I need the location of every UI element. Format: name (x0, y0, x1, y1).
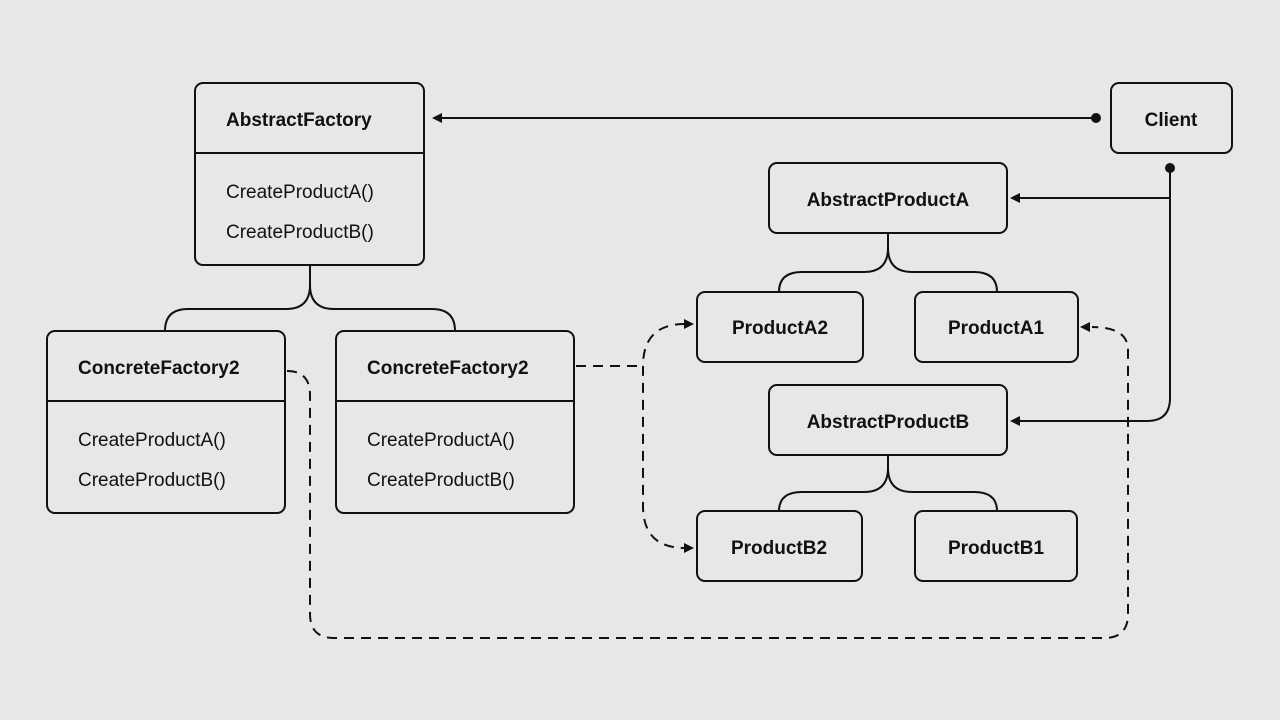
arrowhead-to-producta1 (1080, 322, 1090, 332)
arrowhead-to-abstractproducta (1010, 193, 1020, 203)
client-name: Client (1145, 110, 1198, 131)
abstract-product-b-box (768, 384, 1008, 456)
concrete-factory-right-class: ConcreteFactory2 CreateProductA() Create… (335, 330, 575, 514)
abstract-product-a-name: AbstractProductA (807, 190, 970, 211)
abstractfactory-inheritance-brace (164, 265, 456, 332)
client-class: Client (1110, 82, 1233, 154)
client-association-dot (1091, 113, 1101, 123)
abstractproducta-inheritance-brace (778, 233, 998, 293)
concrete-factory-right-method-a: CreateProductA() (367, 430, 515, 451)
concrete-factory-left-class: ConcreteFactory2 CreateProductA() Create… (46, 330, 286, 514)
concrete-factory-right-box (335, 330, 575, 514)
abstract-factory-class: AbstractFactory CreateProductA() CreateP… (194, 82, 425, 266)
product-a1-class: ProductA1 (914, 291, 1079, 363)
abstract-product-b-name: AbstractProductB (807, 412, 970, 433)
concrete-factory-left-name: ConcreteFactory2 (78, 358, 240, 379)
product-b2-box (696, 510, 863, 582)
product-b1-box (914, 510, 1078, 582)
arrowhead-to-producta2 (684, 319, 694, 329)
product-b2-class: ProductB2 (696, 510, 863, 582)
arrowhead-to-abstractproductb (1010, 416, 1020, 426)
product-b1-name: ProductB1 (948, 538, 1045, 559)
arrowhead-to-abstractfactory (432, 113, 442, 123)
left-factory-dependency-line (286, 326, 1129, 639)
concrete-factory-right-name: ConcreteFactory2 (367, 358, 529, 379)
client-box (1110, 82, 1233, 154)
arrowhead-to-productb2 (684, 543, 694, 553)
client-to-products-line (1020, 168, 1171, 422)
product-a2-name: ProductA2 (732, 318, 828, 339)
abstractproductb-inheritance-brace (778, 455, 998, 512)
product-a1-box (914, 291, 1079, 363)
product-a2-box (696, 291, 864, 363)
product-a1-name: ProductA1 (948, 318, 1045, 339)
abstract-product-a-class: AbstractProductA (768, 162, 1008, 234)
right-factory-dependency-line (576, 323, 686, 549)
product-b1-class: ProductB1 (914, 510, 1078, 582)
concrete-factory-left-method-a: CreateProductA() (78, 430, 226, 451)
concrete-factory-left-box (46, 330, 286, 514)
abstract-factory-method-b: CreateProductB() (226, 222, 374, 243)
abstract-product-b-class: AbstractProductB (768, 384, 1008, 456)
abstract-factory-box (194, 82, 425, 266)
concrete-factory-right-method-b: CreateProductB() (367, 470, 515, 491)
concrete-factory-left-method-b: CreateProductB() (78, 470, 226, 491)
product-b2-name: ProductB2 (731, 538, 827, 559)
abstract-factory-name: AbstractFactory (226, 110, 372, 131)
abstract-factory-method-a: CreateProductA() (226, 182, 374, 203)
product-a2-class: ProductA2 (696, 291, 864, 363)
abstract-product-a-box (768, 162, 1008, 234)
